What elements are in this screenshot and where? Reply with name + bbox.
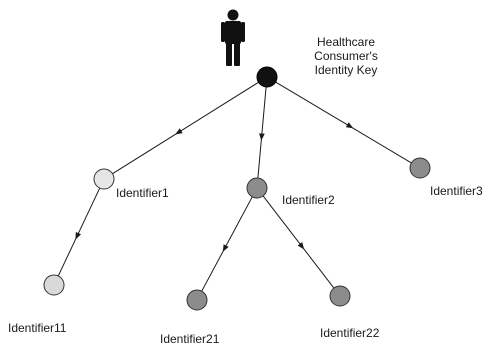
- edges-layer: [57, 81, 412, 292]
- identifier21-label: Identifier21: [160, 332, 220, 346]
- identifier1-node: [93, 168, 115, 190]
- arrow-identifier2-identifier22: [297, 241, 305, 250]
- identifier11-label: Identifier11: [8, 321, 67, 335]
- edge-identifier2-identifier22: [262, 195, 335, 289]
- arrow-root-identifier3: [345, 122, 354, 129]
- arrow-root-identifier1: [175, 128, 183, 135]
- arrow-identifier2-identifier21: [222, 244, 229, 252]
- identifier1-label: Identifier1: [116, 186, 169, 200]
- root-label: Healthcare Consumer's Identity Key: [286, 35, 406, 77]
- identifier3-node: [409, 157, 431, 179]
- identifier22-label: Identifier22: [320, 326, 380, 340]
- identifier22-node: [329, 285, 351, 307]
- nodes-layer: [43, 66, 431, 311]
- edge-identifier2-identifier21: [201, 196, 253, 292]
- root-label-line-2: Consumer's: [314, 49, 378, 63]
- edge-root-identifier3: [275, 81, 412, 164]
- edge-root-identifier2: [257, 86, 267, 179]
- edge-root-identifier1: [112, 81, 259, 175]
- edge-identifier1-identifier11: [57, 187, 101, 277]
- root-node: [256, 66, 278, 88]
- root-label-line-3: Identity Key: [314, 63, 378, 77]
- root-label-line-1: Healthcare: [316, 35, 376, 49]
- identifier21-node: [186, 289, 208, 311]
- identifier2-node: [246, 177, 268, 199]
- arrow-identifier1-identifier11: [75, 231, 82, 240]
- identifier11-node: [43, 274, 65, 296]
- person-icon: [221, 9, 245, 66]
- identifier2-label: Identifier2: [282, 193, 335, 207]
- identifier3-label: Identifier3: [430, 184, 483, 198]
